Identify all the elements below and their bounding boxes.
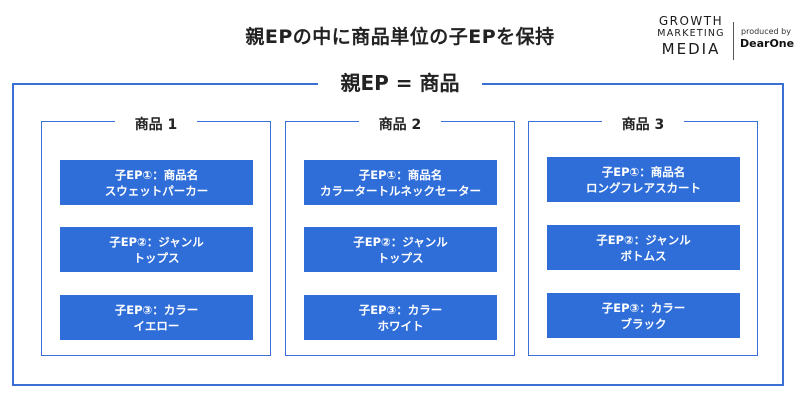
child-ep-name: 子EP②：ジャンル [353, 234, 448, 249]
parent-ep-label-wrap: 親EP = 商品 [0, 70, 800, 96]
product-3-label: 商品 3 [601, 116, 685, 134]
logo-line-2: MARKETING [657, 28, 725, 39]
child-ep-value: ボトムス [620, 248, 667, 263]
logo-line-3: MEDIA [661, 40, 721, 58]
child-ep-box: 子EP②：ジャンル トップス [60, 227, 253, 272]
child-ep-value: トップス [377, 250, 424, 265]
parent-ep-label: 親EP = 商品 [318, 70, 482, 96]
child-ep-value: トップス [133, 250, 180, 265]
diagram-title: 親EPの中に商品単位の子EPを保持 [245, 26, 555, 48]
product-3-label-wrap: 商品 3 [528, 114, 758, 134]
child-ep-name: 子EP①：商品名 [358, 167, 443, 182]
child-ep-name: 子EP②：ジャンル [109, 234, 204, 249]
child-ep-name: 子EP③：カラー [358, 302, 443, 317]
product-2-group: 子EP①：商品名 カラータートルネックセーター 子EP②：ジャンル トップス 子… [285, 121, 515, 356]
child-ep-name: 子EP③：カラー [114, 302, 199, 317]
child-ep-name: 子EP①：商品名 [601, 164, 686, 179]
product-1-label: 商品 1 [114, 116, 198, 134]
child-ep-box: 子EP②：ジャンル トップス [304, 227, 497, 272]
child-ep-box: 子EP③：カラー ホワイト [304, 295, 497, 340]
product-3-group: 子EP①：商品名 ロングフレアスカート 子EP②：ジャンル ボトムス 子EP③：… [528, 121, 758, 356]
child-ep-name: 子EP③：カラー [601, 300, 686, 315]
child-ep-name: 子EP①：商品名 [114, 167, 199, 182]
producer-brand: DearOne [740, 37, 795, 50]
child-ep-value: イエロー [133, 318, 180, 333]
logo-line-1: GROWTH [658, 14, 724, 28]
growth-marketing-media-logo: GROWTH MARKETING MEDIA produced by DearO… [650, 14, 795, 64]
child-ep-box: 子EP③：カラー ブラック [547, 293, 740, 338]
logo-wordmark: GROWTH MARKETING MEDIA [650, 14, 732, 58]
child-ep-value: カラータートルネックセーター [320, 183, 481, 198]
logo-producer: produced by DearOne [740, 26, 795, 51]
child-ep-box: 子EP①：商品名 スウェットパーカー [60, 160, 253, 205]
child-ep-box: 子EP③：カラー イエロー [60, 295, 253, 340]
child-ep-value: ホワイト [377, 318, 424, 333]
child-ep-box: 子EP①：商品名 ロングフレアスカート [547, 157, 740, 202]
logo-divider [733, 22, 734, 60]
produced-by-text: produced by [741, 27, 791, 36]
product-1-label-wrap: 商品 1 [41, 114, 271, 134]
child-ep-name: 子EP②：ジャンル [596, 232, 691, 247]
child-ep-box: 子EP①：商品名 カラータートルネックセーター [304, 160, 497, 205]
product-1-group: 子EP①：商品名 スウェットパーカー 子EP②：ジャンル トップス 子EP③：カ… [41, 121, 271, 356]
child-ep-box: 子EP②：ジャンル ボトムス [547, 225, 740, 270]
product-2-label-wrap: 商品 2 [285, 114, 515, 134]
child-ep-value: ブラック [620, 316, 667, 331]
child-ep-value: スウェットパーカー [104, 183, 209, 198]
child-ep-value: ロングフレアスカート [586, 180, 701, 195]
product-2-label: 商品 2 [358, 116, 442, 134]
